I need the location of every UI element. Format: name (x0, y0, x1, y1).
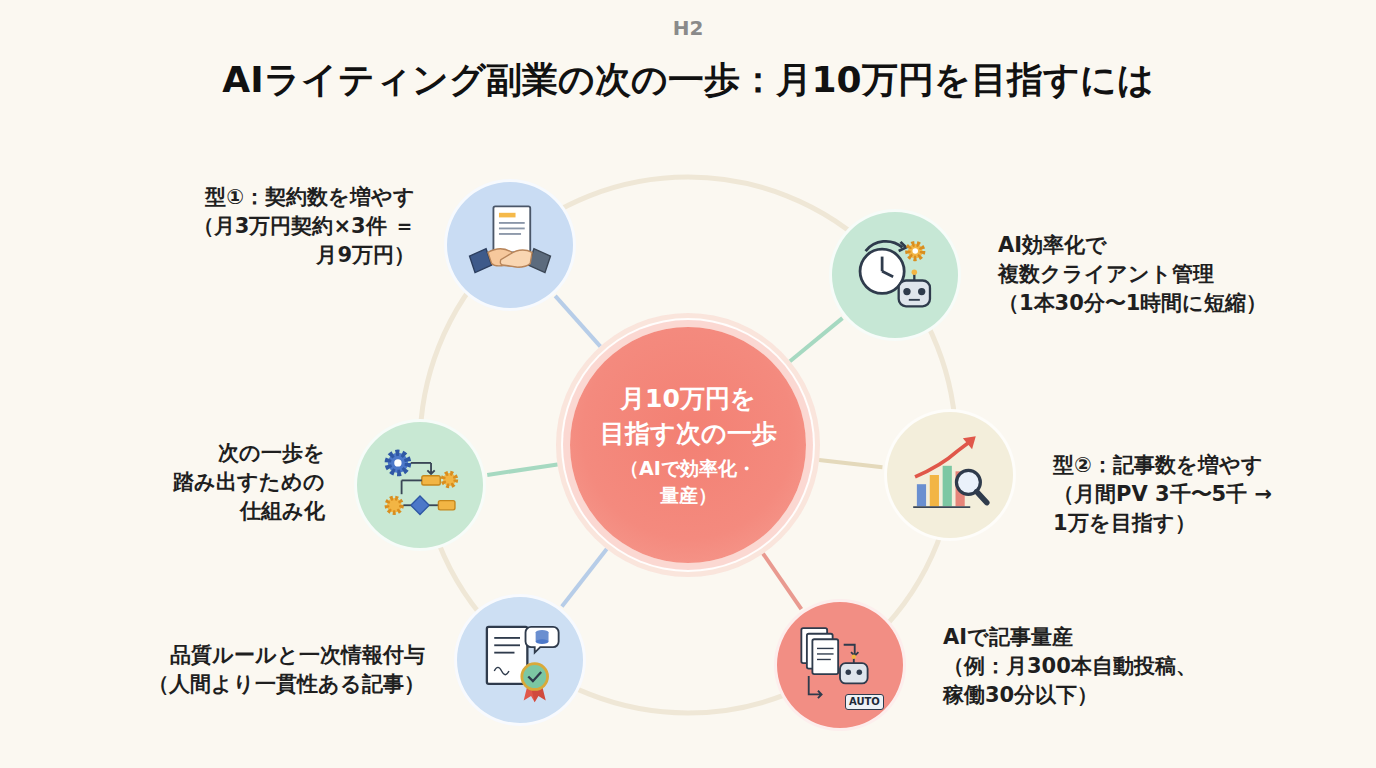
icon-part (903, 288, 910, 295)
topic-label: AIで記事量産（例：月300本自動投稿、 稼働30分以下） (943, 623, 1263, 710)
handshake-icon (464, 199, 556, 291)
topic-detail: （例：月300本自動投稿、 稼働30分以下） (943, 652, 1263, 710)
icon-part (844, 645, 859, 656)
icon-part (536, 639, 549, 644)
topic-label: 型①：契約数を増やす（月3万円契約×3件 ＝ 月9万円） (135, 183, 415, 270)
connector-line (562, 549, 607, 606)
hub-subtext: （AIで効率化・量産） (594, 455, 782, 507)
topic-heading: 次の一歩を 踏み出すための 仕組み化 (155, 439, 325, 526)
icon-part (812, 639, 838, 674)
icon-part (522, 664, 548, 690)
connector-line (819, 460, 882, 467)
icon-part (912, 248, 918, 254)
icon-part (494, 637, 520, 639)
topic-label: 型②：記事数を増やす（月間PV 3千〜5千 → 1万を目指す） (1053, 451, 1303, 538)
icon-part (500, 250, 532, 267)
icon-part (817, 653, 834, 654)
icon-part (387, 498, 402, 513)
topic-circle: AI効率化で 複数クライアント管理（1本30分〜1時間に短縮） (829, 209, 961, 341)
icon-part (977, 492, 987, 503)
heading-tag: H2 (0, 16, 1376, 40)
topic-label: AI効率化で 複数クライアント管理（1本30分〜1時間に短縮） (998, 231, 1308, 318)
icon-part (499, 233, 521, 235)
icon-part (499, 222, 525, 224)
diagram-title: AIライティング副業の次の一歩：月10万円を目指すには (0, 56, 1376, 105)
icon-part (917, 484, 926, 506)
clock-robot-icon (849, 229, 941, 321)
icon-part (840, 663, 868, 683)
topic-heading: AIで記事量産 (943, 623, 1263, 652)
connector-line (790, 318, 842, 361)
icon-part (943, 466, 952, 506)
icon-part (899, 242, 906, 251)
connector-line (487, 464, 557, 474)
icon-part (494, 644, 520, 646)
icon-part (913, 274, 915, 280)
icon-part (912, 269, 918, 275)
topic-heading: 品質ルールと一次情報付与 (75, 641, 425, 670)
topic-circle: 次の一歩を 踏み出すための 仕組み化 (354, 419, 486, 551)
icon-part (401, 480, 403, 494)
icon-part (494, 667, 509, 674)
topic-heading: AI効率化で 複数クライアント管理 (998, 231, 1308, 289)
icon-part (918, 288, 925, 295)
icon-part (913, 506, 970, 508)
icon-part (860, 249, 904, 293)
topic-detail: （人間より一貫性ある記事） (75, 670, 425, 699)
icon-part (909, 299, 920, 301)
workflow-icon (374, 439, 466, 531)
hub-circle: 月10万円を 目指す次の一歩（AIで効率化・量産） (570, 327, 806, 563)
growth-chart-icon (904, 429, 996, 521)
icon-part (809, 676, 822, 698)
topic-circle: 品質ルールと一次情報付与（人間より一貫性ある記事） (454, 594, 586, 726)
icon-part (899, 281, 930, 307)
icon-part (930, 475, 939, 506)
quality-document-icon (474, 614, 566, 706)
icon-part (852, 654, 857, 659)
topic-circle: 型②：記事数を増やす（月間PV 3千〜5千 → 1万を目指す） (884, 409, 1016, 541)
topic-heading: 型①：契約数を増やす (135, 183, 415, 212)
topic-circle: 型①：契約数を増やす（月3万円契約×3件 ＝ 月9万円） (444, 179, 576, 311)
connector-group (487, 296, 882, 609)
topic-detail: （月間PV 3千〜5千 → 1万を目指す） (1053, 480, 1303, 538)
icon-part (443, 473, 456, 486)
icon-part (403, 504, 410, 506)
icon-part (963, 436, 976, 449)
icon-part (817, 648, 834, 649)
icon-part (882, 271, 893, 277)
icon-part (908, 244, 923, 259)
icon-part (394, 459, 401, 466)
topic-label: 品質ルールと一次情報付与（人間より一貫性ある記事） (75, 641, 425, 699)
icon-part (402, 479, 422, 481)
icon-part (528, 672, 541, 681)
topic-detail: （1本30分〜1時間に短縮） (998, 289, 1308, 318)
hub-heading: 月10万円を 目指す次の一歩 (594, 382, 782, 451)
icon-part (493, 206, 530, 252)
icon-part (846, 670, 852, 676)
topic-label: 次の一歩を 踏み出すための 仕組み化 (155, 439, 325, 526)
topic-circle: AIで記事量産（例：月300本自動投稿、 稼働30分以下）AUTO (774, 599, 906, 731)
topic-detail: （月3万円契約×3件 ＝ 月9万円） (135, 212, 415, 270)
icon-part (499, 213, 516, 218)
icon-part (817, 659, 831, 660)
connector-line (555, 296, 600, 347)
icon-part (526, 627, 559, 653)
icon-part (422, 476, 440, 485)
icon-part (857, 670, 863, 676)
icon-part (494, 652, 514, 654)
icon-part (427, 463, 434, 474)
icon-part (411, 496, 429, 514)
auto-tag: AUTO (845, 694, 884, 710)
icon-part (411, 462, 431, 464)
topic-heading: 型②：記事数を増やす (1053, 451, 1303, 480)
icon-part (881, 257, 884, 272)
icon-part (499, 228, 525, 230)
icon-part (438, 501, 455, 510)
icon-part (388, 453, 408, 473)
icon-part (429, 504, 438, 506)
connector-line (763, 554, 801, 609)
icon-part (866, 241, 903, 251)
